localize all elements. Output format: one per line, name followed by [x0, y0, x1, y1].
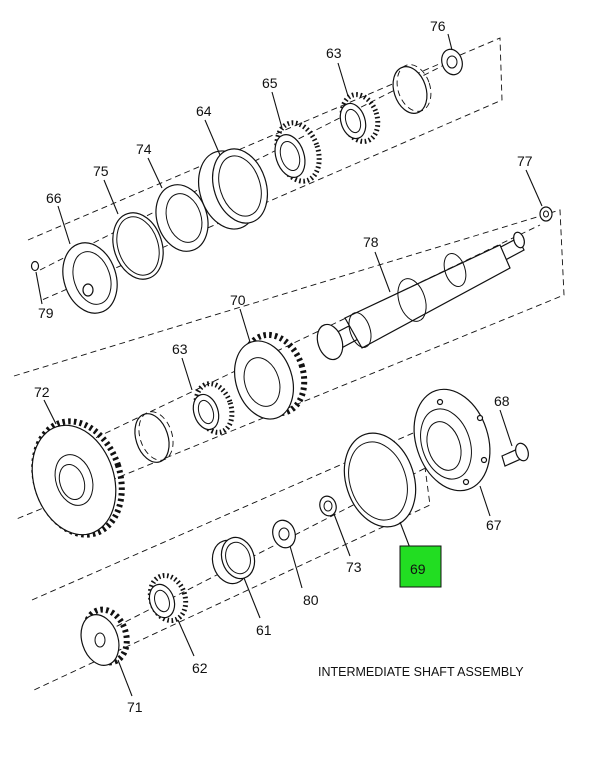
label-69: 69 [410, 561, 426, 577]
part-race-mid [134, 411, 174, 463]
label-65: 65 [262, 75, 278, 91]
label-68: 68 [494, 393, 510, 409]
label-67: 67 [486, 517, 502, 533]
part-63-bearing-cone-mid [192, 381, 235, 435]
label-63-mid: 63 [172, 341, 188, 357]
part-76-washer [441, 48, 463, 76]
label-74: 74 [136, 141, 152, 157]
part-62-bearing-cone [147, 573, 189, 623]
leader-lines [35, 33, 543, 697]
part-74-bearing-cup [155, 184, 209, 252]
part-72-gear [31, 418, 125, 538]
part-69-shim [343, 432, 417, 528]
part-78-shaft [316, 231, 525, 361]
label-63-top: 63 [326, 45, 342, 61]
label-77: 77 [517, 153, 533, 169]
highlight-box-69[interactable] [399, 545, 442, 588]
part-75-snap-ring [112, 212, 164, 280]
part-68-bolt [501, 442, 529, 467]
label-61: 61 [256, 622, 272, 638]
label-75: 75 [93, 163, 109, 179]
label-72: 72 [34, 384, 50, 400]
label-80: 80 [303, 592, 319, 608]
part-64-sleeve [198, 148, 268, 230]
part-67-cover [413, 388, 491, 492]
part-race-top [392, 64, 432, 114]
label-71: 71 [127, 699, 143, 715]
label-66: 66 [46, 190, 62, 206]
label-79: 79 [38, 305, 54, 321]
part-79-plug [30, 260, 40, 272]
part-66-seal [62, 242, 118, 314]
label-76: 76 [430, 18, 446, 34]
part-71-gear [80, 606, 130, 666]
label-62: 62 [192, 660, 208, 676]
label-73: 73 [346, 559, 362, 575]
label-70: 70 [230, 292, 246, 308]
part-80-washer [272, 519, 296, 549]
label-64: 64 [196, 103, 212, 119]
diagram-title: INTERMEDIATE SHAFT ASSEMBLY [318, 665, 524, 679]
part-63-bearing-cone-top [339, 92, 381, 144]
part-65-bearing-cone [274, 120, 322, 184]
label-78: 78 [363, 234, 379, 250]
part-73-nut [319, 495, 337, 517]
part-61-sleeve [211, 536, 256, 585]
part-70-gear [234, 331, 308, 420]
part-77-key [539, 206, 553, 222]
part-labels: 76 63 65 64 74 75 66 77 78 79 70 63 72 6… [34, 18, 533, 715]
